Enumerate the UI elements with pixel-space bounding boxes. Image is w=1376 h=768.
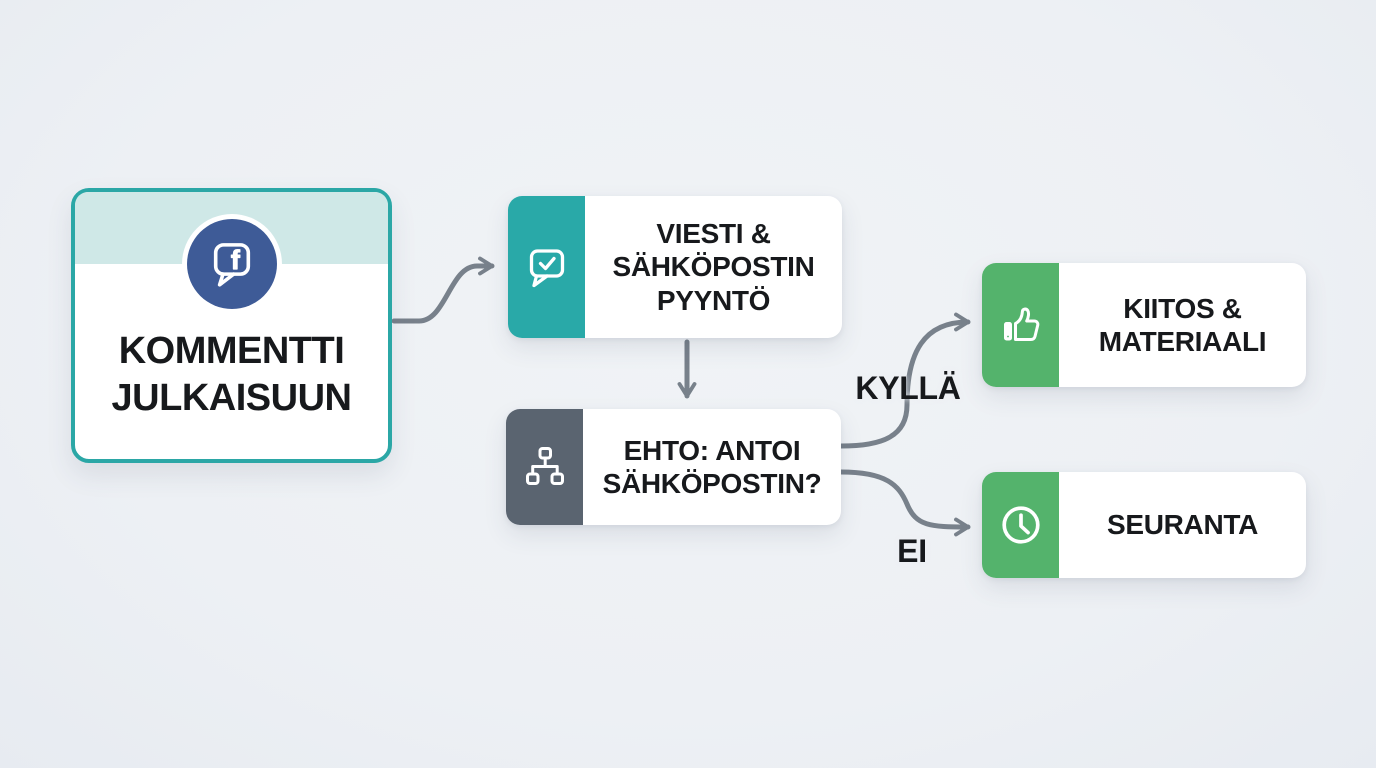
edge-label-yes: KYLLÄ [855, 370, 961, 406]
facebook-comment-icon: f [186, 219, 277, 309]
node-message-label: VIESTI & SÄHKÖPOSTIN PYYNTÖ [612, 218, 815, 316]
thumbs-up-icon [982, 263, 1059, 387]
node-condition[interactable]: EHTO: ANTOI SÄHKÖPOSTIN? [506, 409, 841, 525]
svg-text:f: f [230, 245, 240, 275]
node-outcome-yes-label: KIITOS & MATERIAALI [1098, 292, 1267, 357]
node-message[interactable]: VIESTI & SÄHKÖPOSTIN PYYNTÖ [508, 196, 842, 338]
clock-icon [982, 472, 1059, 578]
edge-trigger-to-message [391, 256, 495, 324]
node-outcome-yes[interactable]: KIITOS & MATERIAALI [982, 263, 1306, 387]
edge-label-no: EI [897, 533, 927, 569]
node-trigger[interactable]: f KOMMENTTI JULKAISUUN [71, 188, 392, 463]
sitemap-icon [506, 409, 583, 525]
node-condition-label: EHTO: ANTOI SÄHKÖPOSTIN? [602, 434, 822, 499]
message-check-icon [508, 196, 585, 338]
node-outcome-no[interactable]: SEURANTA [982, 472, 1306, 578]
node-trigger-label: KOMMENTTI JULKAISUUN [111, 330, 352, 420]
edge-condition-to-no [838, 469, 971, 537]
node-outcome-no-label: SEURANTA [1106, 509, 1259, 541]
